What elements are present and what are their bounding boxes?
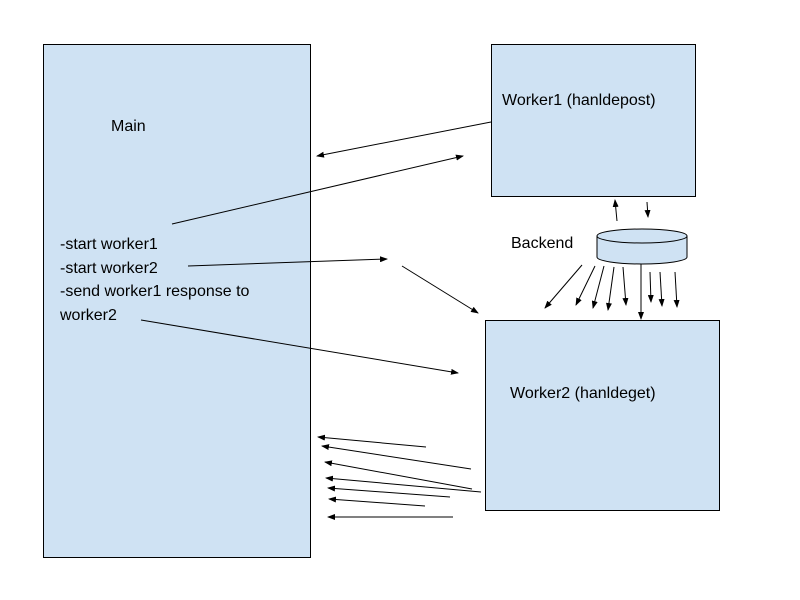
arrow-worker2-to-main [325,475,482,493]
arrow-backend-to-worker2 [575,265,596,306]
arrow-backend-to-worker2 [658,271,665,307]
main-title: Main [111,118,146,135]
arrow-worker2-to-main [324,460,473,490]
backend-label: Backend [511,235,574,252]
arrow-worker2-to-main [317,434,427,448]
main-note-line: -start worker2 [60,259,158,277]
arrow-send-response [140,319,459,375]
arrow-backend-to-worker2 [605,266,615,311]
arrow-backend-to-worker2 [622,266,629,306]
arrow-backend-to-worker2 [544,264,583,309]
arrow-start-worker1 [171,154,464,225]
worker1-title: Worker1 (hanldepost) [502,92,656,109]
arrow-backend-to-worker2 [591,265,605,309]
arrow-worker1-to-main [316,121,492,158]
arrow-worker2-to-main [321,444,472,470]
arrow-worker1-to-backend [644,201,651,218]
worker1-box [491,44,696,197]
worker2-box [485,320,720,511]
arrow-start-worker2 [187,256,388,267]
main-box [43,44,311,558]
arrow-backend-to-worker1 [612,199,619,222]
arrow-backend-to-worker2 [673,271,680,308]
main-note-line: -send worker1 response to [60,283,250,300]
main-note-line: -start worker1 [60,236,158,253]
main-note-line: worker2 [60,306,117,324]
arrow-to-worker2-a [401,265,479,314]
backend-database-icon [596,228,688,265]
arrow-backend-to-worker2 [647,271,654,303]
arrow-worker2-to-main [328,496,426,507]
worker2-title: Worker2 (hanldeget) [510,385,656,402]
main-notes-list: -start worker1 -start worker2 -send work… [60,233,249,327]
arrow-worker2-to-main [327,485,451,498]
